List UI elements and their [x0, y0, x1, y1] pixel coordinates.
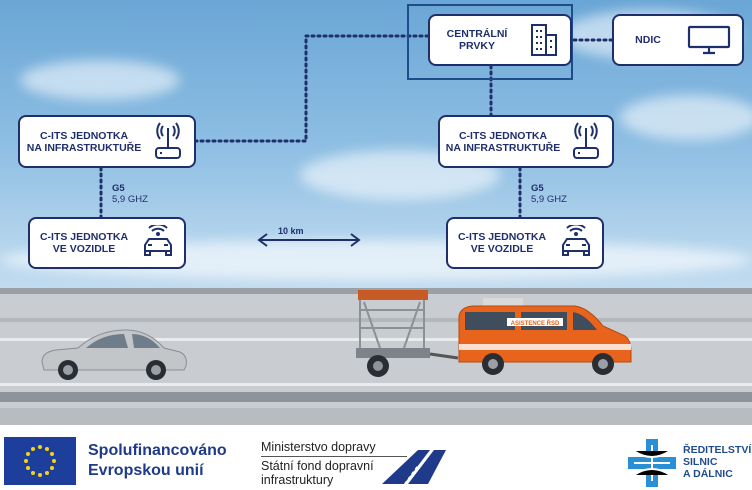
ndic-label: NDIC	[635, 34, 661, 46]
ministry-text: Ministerstvo dopravy	[261, 440, 376, 454]
link-left-label: G5 5,9 GHZ	[112, 183, 148, 205]
ministry-divider	[261, 456, 407, 457]
monitor-icon	[682, 22, 736, 58]
passenger-car	[41, 329, 187, 380]
central-highlight-frame	[407, 4, 573, 80]
car-icon	[556, 225, 596, 261]
link-right-tech: G5	[531, 183, 544, 194]
van-text: ASISTENCE ŘSD	[511, 319, 560, 327]
ndic-box: NDIC	[612, 14, 744, 66]
connection-lines	[99, 34, 614, 219]
distance-arrow	[257, 233, 361, 247]
footer-logos	[0, 425, 752, 490]
sfdi-logo-icon	[382, 450, 446, 485]
distance-label: 10 km	[278, 226, 304, 236]
link-left-tech: G5	[112, 183, 125, 194]
antenna-icon	[148, 121, 188, 160]
antenna-icon	[566, 121, 606, 160]
link-right-label: G5 5,9 GHZ	[531, 183, 567, 205]
rsd-logo-icon	[628, 439, 676, 487]
car-icon	[138, 225, 178, 261]
warning-trailer	[356, 290, 459, 377]
link-right-freq: 5,9 GHZ	[531, 194, 567, 205]
link-left-freq: 5,9 GHZ	[112, 194, 148, 205]
eu-flag-icon	[4, 437, 76, 485]
assistance-van: ASISTENCE ŘSD	[458, 298, 632, 375]
building-icon	[524, 22, 564, 58]
